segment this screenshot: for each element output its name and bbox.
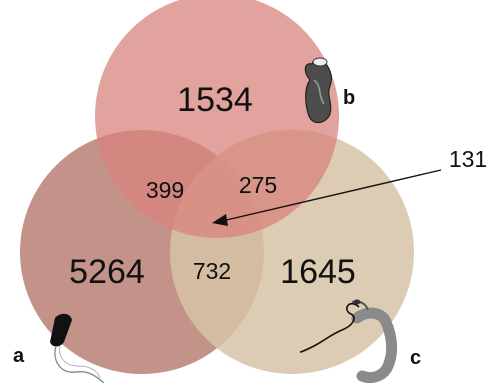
label-b: b	[343, 87, 355, 109]
count-c-only: 1645	[280, 253, 356, 291]
count-bc: 275	[239, 172, 277, 198]
organism-b-icon	[304, 57, 332, 124]
organism-c-icon	[299, 299, 398, 383]
count-ab: 399	[146, 177, 184, 203]
label-c: c	[410, 347, 421, 369]
count-a-only: 5264	[69, 253, 145, 291]
circle-b	[95, 0, 339, 238]
callout-arrow	[212, 169, 442, 226]
label-a: a	[13, 345, 25, 367]
count-ac: 732	[193, 258, 231, 284]
count-b-only: 1534	[177, 81, 253, 119]
count-abc-callout: 131	[449, 146, 487, 172]
organism-a-icon	[50, 313, 105, 383]
